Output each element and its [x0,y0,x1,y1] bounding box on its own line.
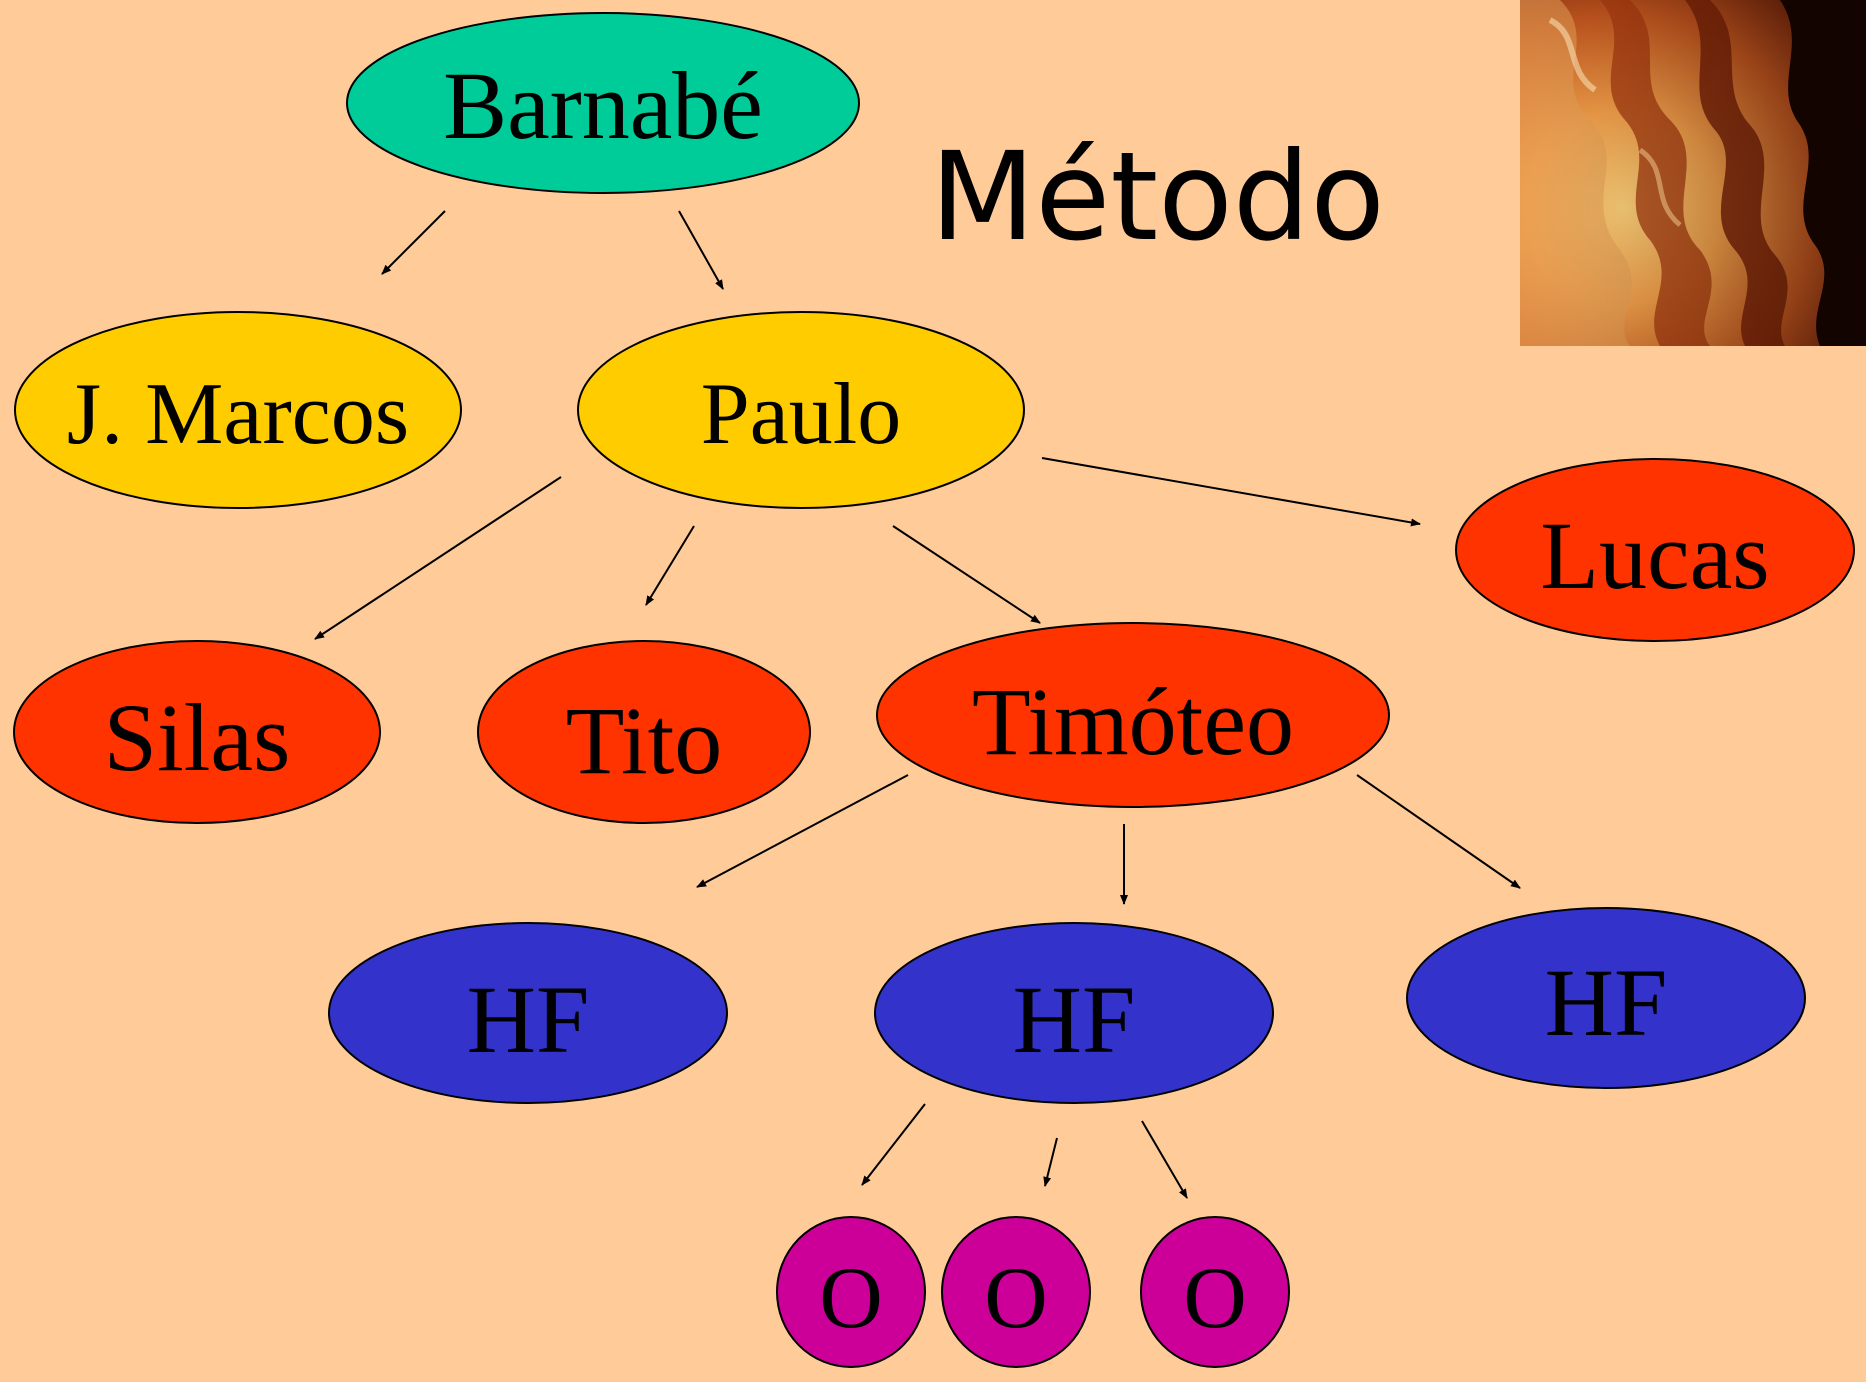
node-barnabe: Barnabé [346,12,860,194]
flame-swirl-image [1520,0,1866,346]
node-jmarcos: J. Marcos [14,311,462,509]
flame-swirl-icon [1520,0,1866,346]
edge-paulo-lucas [1041,457,1421,527]
edge-hf2-o2 [1043,1137,1058,1187]
edge-hf2-o3 [1141,1120,1188,1199]
node-timoteo: Timóteo [876,622,1390,808]
edge-timoteo-hf1 [696,774,909,888]
node-hf-1-label: HF [467,966,590,1073]
node-silas-shape [13,640,381,824]
slide-title: Método [930,126,1385,268]
node-hf-3-label: HF [1545,949,1668,1056]
node-tito-shape [477,640,811,824]
node-hf-2: HF [874,922,1274,1104]
node-o-2-shape [941,1216,1091,1368]
node-paulo: Paulo [577,311,1025,509]
node-lucas: Lucas [1455,458,1855,642]
node-paulo-label: Paulo [701,366,901,463]
edge-barnabe-jmarcos [381,210,446,275]
edge-paulo-timoteo [892,525,1041,624]
node-o-1-shape [776,1216,926,1368]
node-barnabe-label: Barnabé [443,52,763,159]
edge-barnabe-paulo [678,210,724,290]
node-timoteo-shape [876,622,1390,808]
edge-timoteo-hf3 [1356,774,1521,889]
node-hf-3: HF [1406,907,1806,1089]
edge-hf2-o1 [861,1103,926,1186]
node-hf-2-label: HF [1013,966,1136,1073]
node-silas-label: Silas [104,684,291,791]
edge-paulo-silas [314,476,562,640]
node-hf-3-shape [1406,907,1806,1089]
node-lucas-label: Lucas [1540,502,1769,609]
edge-paulo-tito [645,525,695,606]
node-o-1: O [776,1216,926,1368]
node-o-3-shape [1140,1216,1290,1368]
node-hf-1: HF [328,922,728,1104]
node-silas: Silas [13,640,381,824]
node-jmarcos-shape [14,311,462,509]
node-jmarcos-label: J. Marcos [67,366,409,463]
node-o-2: O [941,1216,1091,1368]
node-tito: Tito [477,640,811,824]
node-barnabe-shape [346,12,860,194]
node-hf-1-shape [328,922,728,1104]
node-o-1-label: O [819,1250,883,1347]
node-o-2-label: O [984,1250,1048,1347]
node-lucas-shape [1455,458,1855,642]
node-hf-2-shape [874,922,1274,1104]
node-o-3: O [1140,1216,1290,1368]
node-timoteo-label: Timóteo [972,668,1294,775]
node-paulo-shape [577,311,1025,509]
node-o-3-label: O [1183,1250,1247,1347]
node-tito-label: Tito [566,687,723,794]
